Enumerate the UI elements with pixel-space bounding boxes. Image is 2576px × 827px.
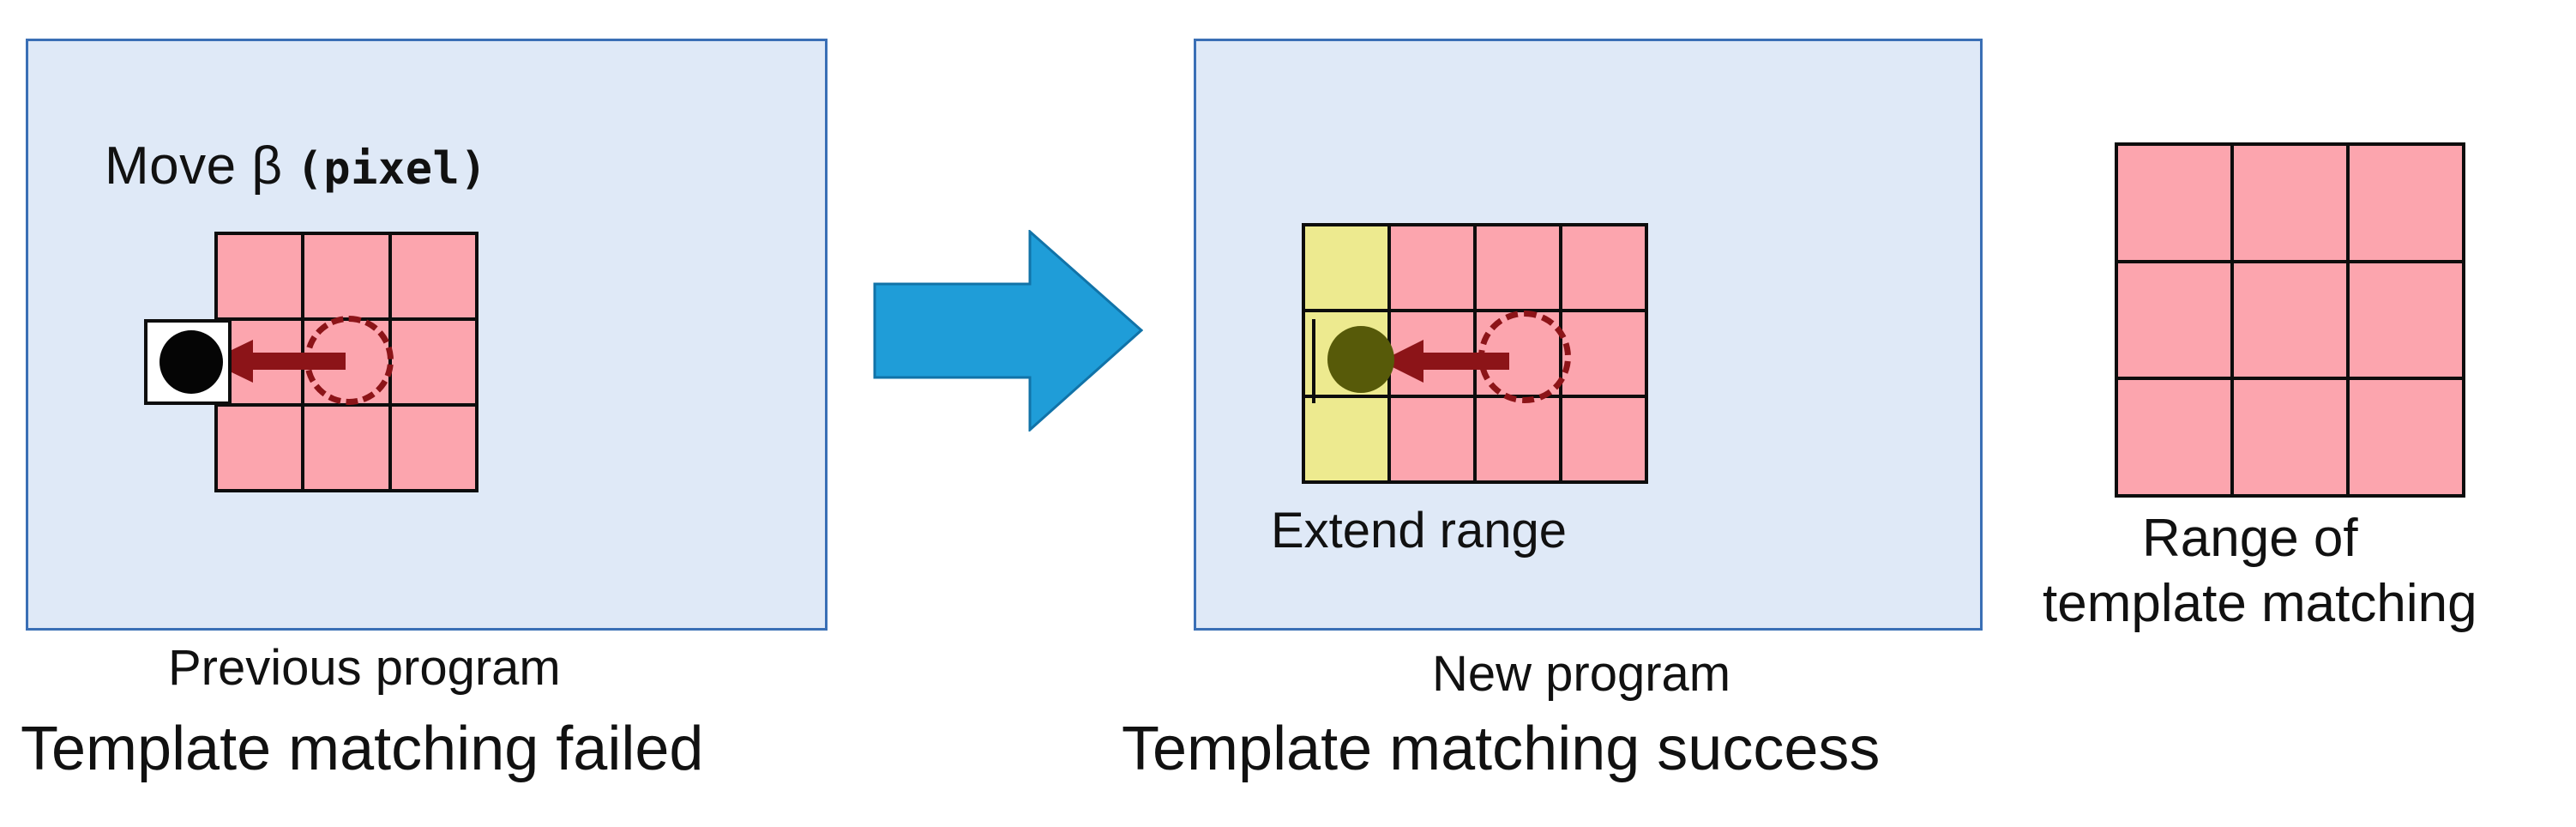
- grid-cell: [1559, 223, 1648, 312]
- move-left-arrow-icon: [208, 340, 346, 383]
- grid-cell: [1473, 223, 1562, 312]
- grid-cell: [1473, 395, 1562, 484]
- grid-cell: [301, 403, 392, 492]
- result-template-matching-success: Template matching success: [1122, 715, 1881, 783]
- grid-cell: [2230, 142, 2350, 263]
- legend-caption-line1: Range of: [2142, 509, 2358, 568]
- marker-black-circle-outside-range: [144, 319, 232, 405]
- move-beta-text: Move β: [105, 136, 283, 196]
- grid-cell: [2346, 259, 2465, 381]
- grid-cell: [2115, 377, 2234, 498]
- move-left-arrow-icon: [1381, 340, 1509, 383]
- grid-cell: [2115, 259, 2234, 381]
- grid-cell: [214, 403, 305, 492]
- marker-disc-icon: [1327, 326, 1394, 393]
- template-matching-range-grid: [2115, 142, 2465, 498]
- legend-caption-line2: template matching: [2043, 574, 2477, 633]
- grid-cell: [1387, 395, 1477, 484]
- grid-cell: [388, 232, 478, 321]
- move-beta-unit: (pixel): [296, 143, 488, 195]
- grid-cell: [2346, 142, 2465, 263]
- grid-cell-extended: [1302, 395, 1391, 484]
- grid-cell: [388, 317, 478, 407]
- grid-cell-extended: [1302, 223, 1391, 312]
- grid-cell: [214, 232, 305, 321]
- grid-cell: [2346, 377, 2465, 498]
- grid-cell: [388, 403, 478, 492]
- grid-cell: [2115, 142, 2234, 263]
- grid-cell: [301, 232, 392, 321]
- grid-cell: [2230, 259, 2350, 381]
- grid-cell: [1559, 395, 1648, 484]
- marker-olive-circle-inside-range: [1312, 319, 1399, 403]
- caption-new-program: New program: [1432, 646, 1731, 702]
- grid-cell: [1387, 223, 1477, 312]
- marker-disc-icon: [159, 330, 223, 394]
- extend-range-label: Extend range: [1271, 503, 1568, 558]
- grid-cell: [2230, 377, 2350, 498]
- transition-right-arrow-icon: [873, 230, 1143, 432]
- move-beta-label: Move β(pixel): [105, 136, 487, 196]
- caption-previous-program: Previous program: [168, 640, 561, 696]
- result-template-matching-failed: Template matching failed: [21, 715, 704, 783]
- grid-cell: [1559, 309, 1648, 398]
